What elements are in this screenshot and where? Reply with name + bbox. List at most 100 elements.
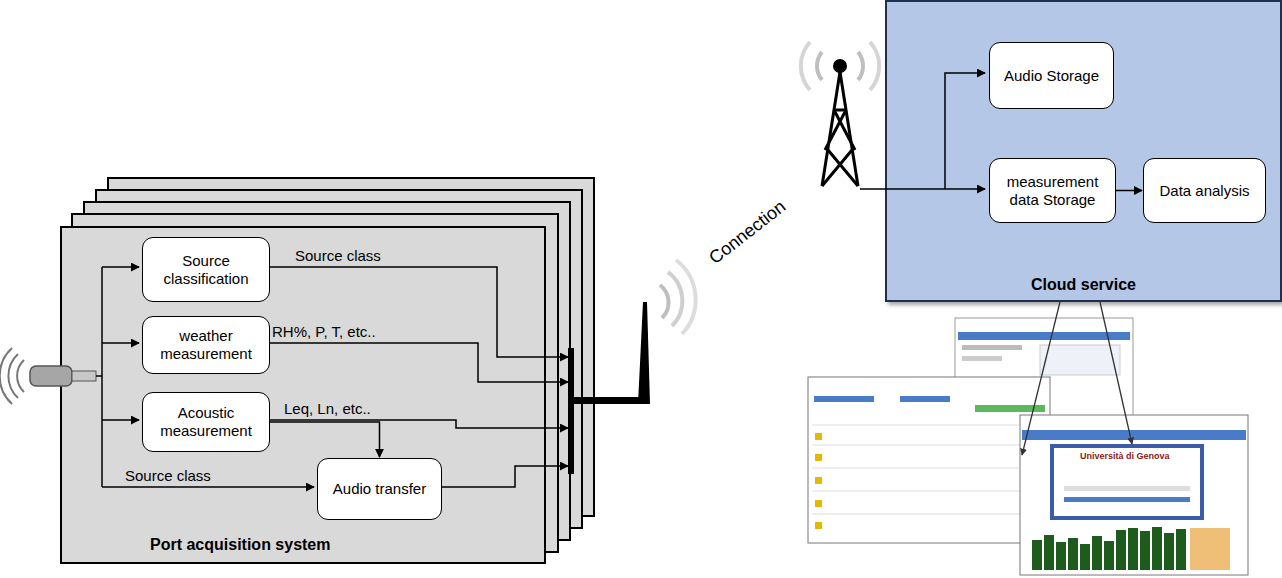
- row-icon: [815, 454, 822, 461]
- screenshot-back: [955, 318, 1133, 422]
- screen-field: [814, 396, 874, 402]
- bar: [1080, 544, 1090, 570]
- storage-box: Audio Storage: [989, 42, 1114, 109]
- table-rule: [812, 425, 1046, 426]
- screen-field: [900, 396, 950, 402]
- tower-frame: [822, 72, 858, 186]
- radio-wave: [676, 260, 696, 334]
- bar-highlight: [1190, 528, 1230, 570]
- row-icon: [815, 433, 822, 440]
- wire: [102, 486, 314, 488]
- screen-line: [962, 356, 1002, 361]
- sound-wave: [17, 360, 24, 392]
- signal-label: Source class: [125, 467, 211, 484]
- connector-arrow: [270, 422, 380, 457]
- sound-wave: [0, 348, 12, 404]
- panel-title: Port acquisition system: [150, 536, 331, 554]
- wire: [102, 419, 139, 421]
- screen-line: [962, 345, 1022, 350]
- process-box: Audio transfer: [317, 458, 442, 520]
- screenshot-leaders: [1022, 302, 1132, 455]
- connector-arrow: [1116, 190, 1142, 192]
- box-label: Audio Storage: [1004, 67, 1099, 85]
- box-label: measurement data Storage: [998, 173, 1107, 209]
- bus-bar: [568, 348, 574, 474]
- screen-panel: [1040, 345, 1120, 375]
- radio-wave: [668, 272, 682, 326]
- row-icon: [815, 522, 822, 529]
- wire: [440, 466, 568, 487]
- antenna-feed: [574, 397, 644, 404]
- tower-leg: [822, 72, 840, 186]
- radio-wave: [660, 285, 669, 318]
- screenshot-right: [1020, 415, 1248, 575]
- bar: [1044, 535, 1054, 570]
- mic-body: [72, 371, 96, 381]
- acquisition-system-panel: Port acquisition system Source classifica…: [60, 226, 546, 564]
- process-box: Acoustic measurement: [142, 392, 270, 452]
- radio-wave: [870, 42, 879, 90]
- screenshot-left: [808, 377, 1050, 543]
- wire: [102, 266, 139, 268]
- bar: [1164, 533, 1174, 570]
- tower-top: [833, 59, 847, 73]
- bar: [1128, 528, 1138, 570]
- radio-wave: [858, 52, 863, 80]
- tower-brace: [822, 150, 852, 186]
- screen-button: [975, 405, 1045, 412]
- screen-header: [958, 332, 1130, 340]
- box-label: weather measurement: [151, 327, 261, 363]
- microphone: [0, 348, 96, 404]
- signal-label: Source class: [295, 247, 381, 264]
- radio-wave: [801, 42, 810, 90]
- box-label: Data analysis: [1159, 182, 1249, 200]
- screen-header: [1022, 430, 1246, 440]
- mic-head: [30, 366, 72, 386]
- antenna: [568, 260, 696, 474]
- box-label: Acoustic measurement: [151, 404, 261, 440]
- bar: [1092, 536, 1102, 570]
- bar: [1152, 527, 1162, 570]
- connector-layer: [270, 191, 1142, 458]
- tower-brace: [834, 110, 855, 150]
- wire: [266, 343, 568, 382]
- row-icon: [815, 477, 822, 484]
- table-rows: [812, 425, 1046, 514]
- wire: [102, 342, 139, 344]
- bar: [1140, 531, 1150, 570]
- login-box: [1052, 446, 1202, 518]
- wire: [945, 73, 985, 189]
- bar: [1116, 530, 1126, 570]
- table-rule: [812, 468, 1046, 469]
- wire: [860, 188, 985, 190]
- screen-frame: [955, 318, 1133, 422]
- connection-label: Connection: [706, 196, 791, 269]
- input-wires: [96, 267, 314, 487]
- bar: [1068, 538, 1078, 570]
- bar: [1032, 540, 1042, 570]
- wire: [266, 267, 568, 357]
- table-rule: [812, 514, 1046, 515]
- leader-line: [1022, 302, 1060, 455]
- process-box: Data analysis: [1143, 158, 1266, 223]
- wire: [266, 420, 568, 428]
- radio-tower: [801, 42, 879, 186]
- storage-box: measurement data Storage: [989, 158, 1116, 223]
- signal-label: RH%, P, T, etc..: [272, 323, 376, 340]
- wire: [96, 375, 102, 377]
- radio-wave: [817, 52, 822, 80]
- leader-line: [1100, 302, 1132, 444]
- dashboard-screenshots: [808, 302, 1248, 575]
- output-wires: [266, 267, 568, 487]
- signal-label: Leq, Ln, etc..: [284, 400, 371, 417]
- panel-title: Cloud service: [887, 276, 1280, 294]
- process-box: Source classification: [142, 237, 270, 302]
- bar-chart: [1032, 527, 1186, 570]
- row-icon: [815, 500, 822, 507]
- row-icons: [815, 433, 822, 529]
- login-button: [1064, 497, 1190, 502]
- process-box: weather measurement: [142, 316, 270, 374]
- screen-frame: [808, 377, 1050, 543]
- bar: [1056, 542, 1066, 570]
- antenna-mast: [638, 302, 650, 404]
